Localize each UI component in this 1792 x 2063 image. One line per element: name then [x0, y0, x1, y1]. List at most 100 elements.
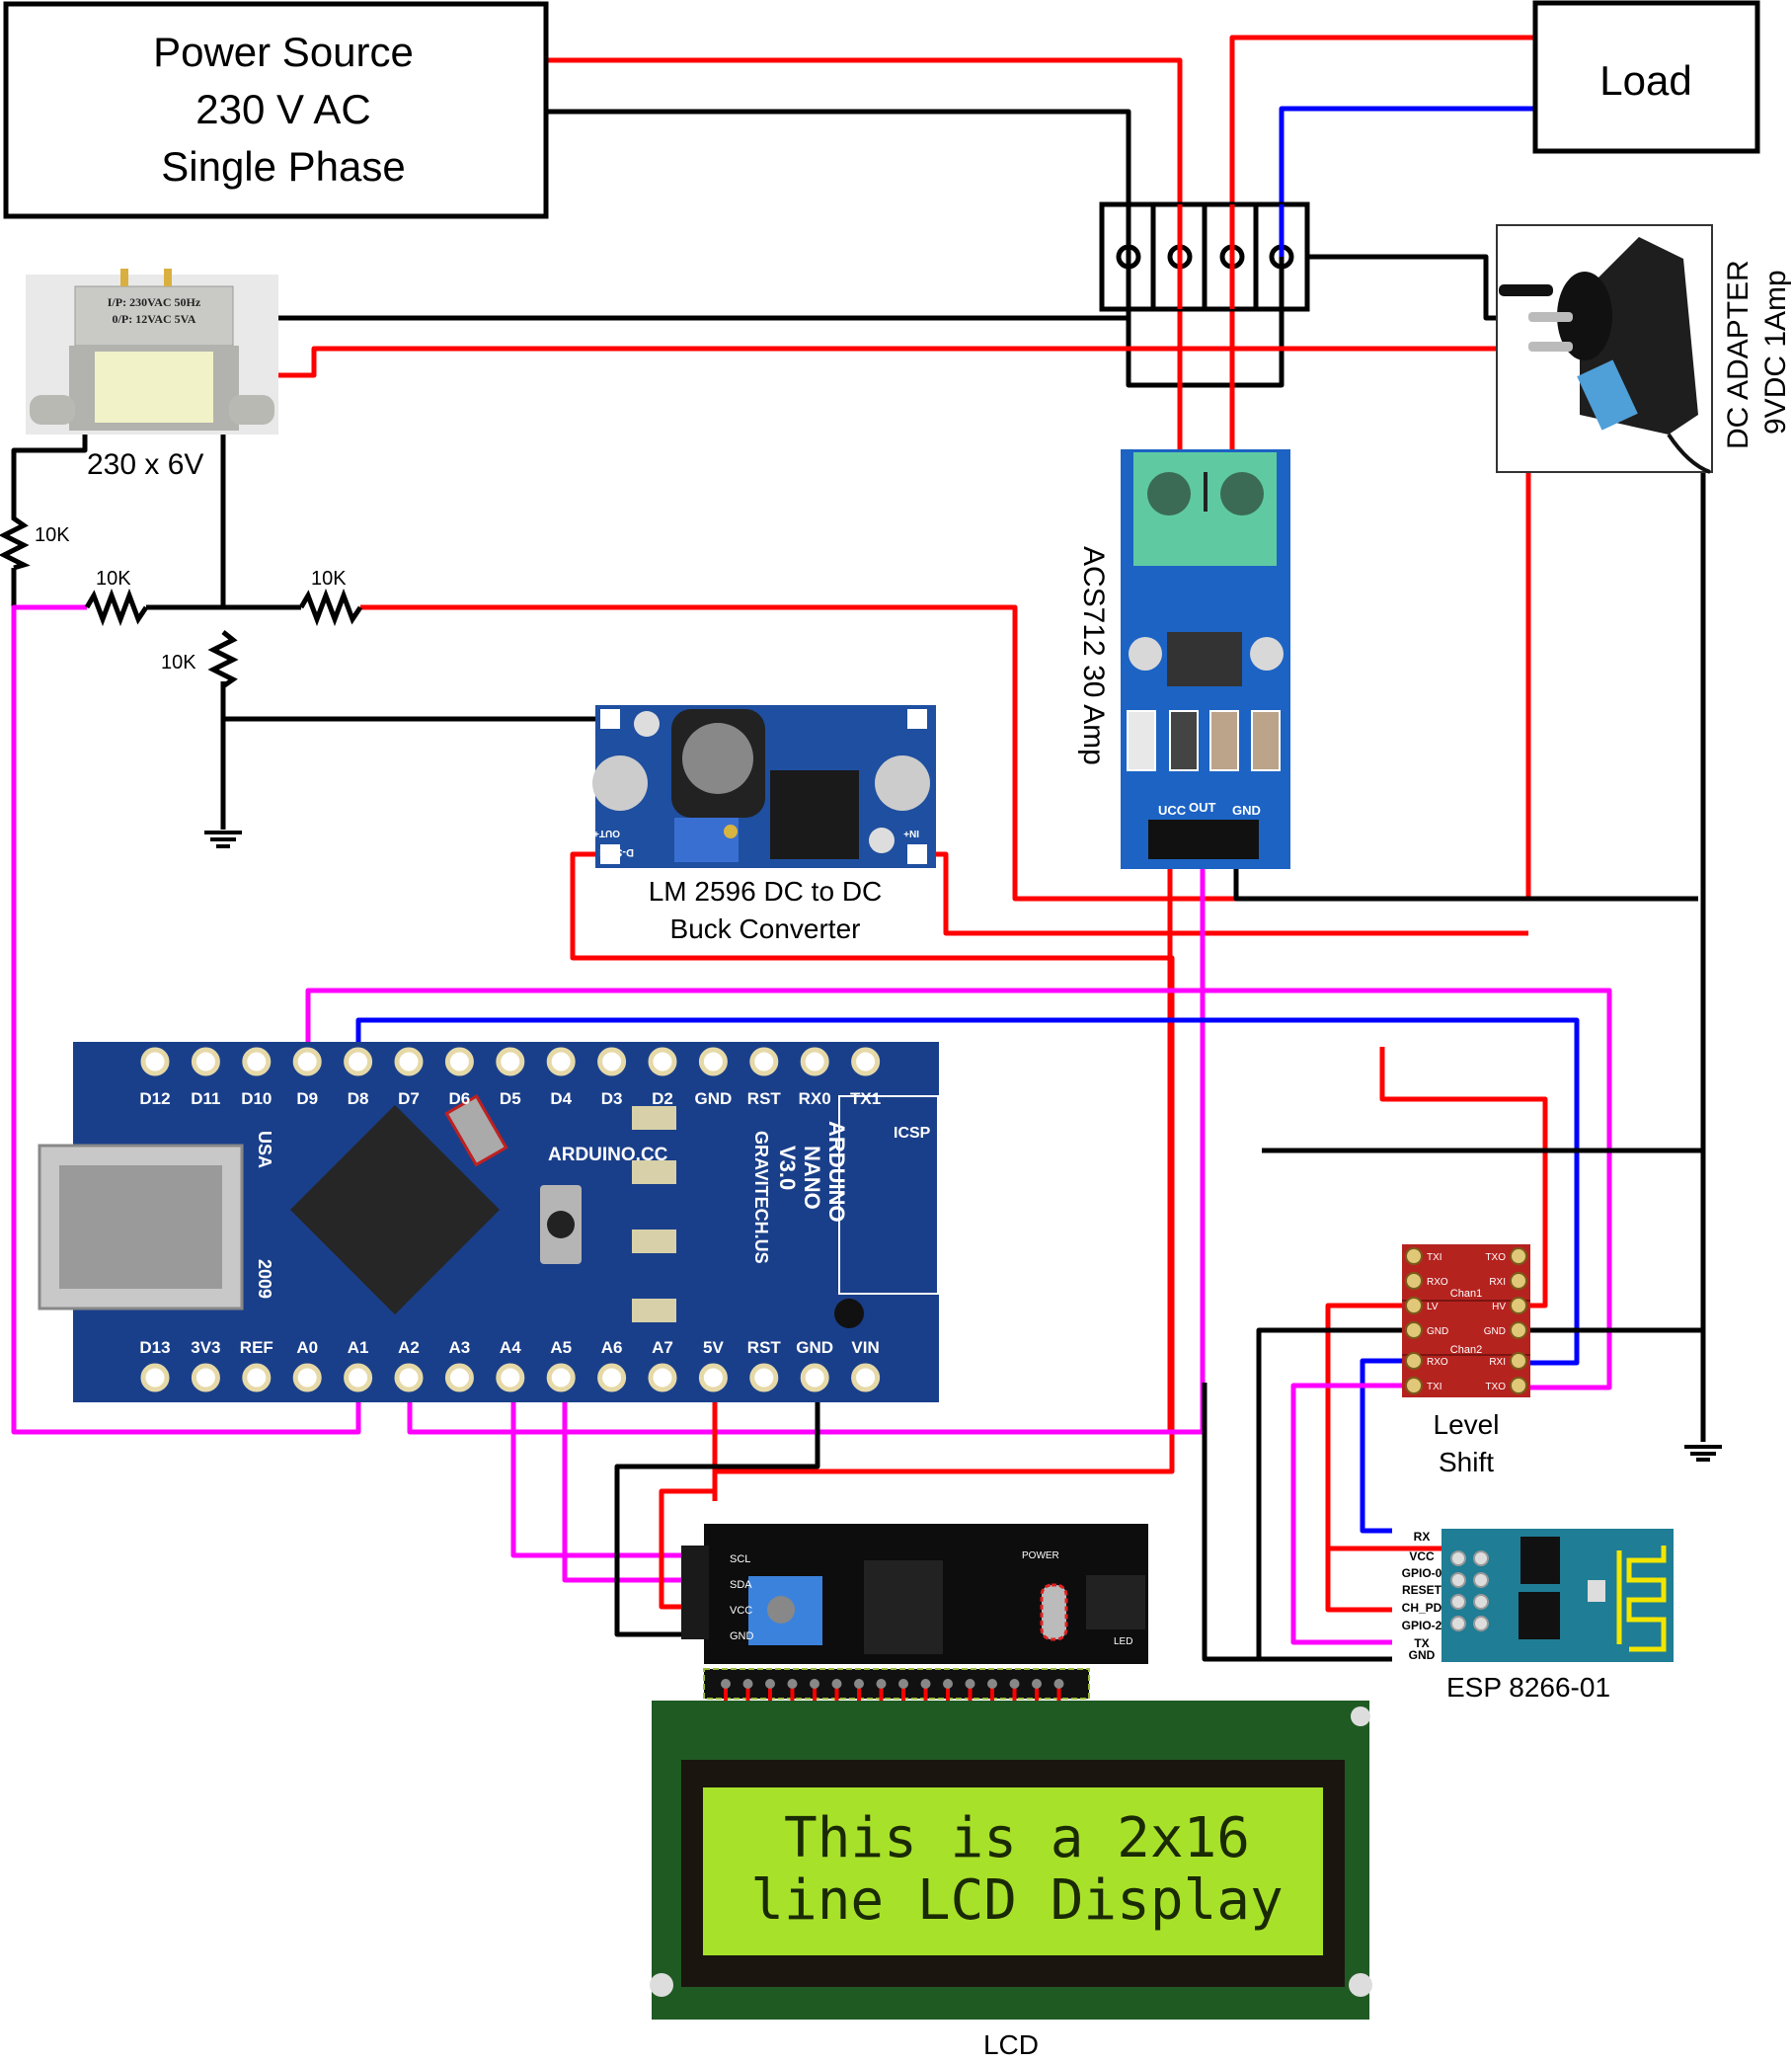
load-label: Load: [1599, 57, 1691, 104]
level-shifter-pin-label: TXI: [1427, 1252, 1442, 1263]
arduino-bottom-pin-label: RST: [747, 1338, 782, 1357]
level-shifter-pin: [1510, 1272, 1527, 1290]
arduino-bottom-pin: [394, 1363, 424, 1392]
lcd-header-pin: [1053, 1679, 1064, 1689]
buck-converter: D-SUN OUT+ IN+ LM 2596 DC to DC Buck Con…: [592, 705, 936, 944]
arduino-bottom-pin-label: 3V3: [191, 1338, 220, 1357]
i2c-led-label: LED: [1114, 1636, 1132, 1647]
arduino-bottom-pin-label: D13: [139, 1338, 170, 1357]
arduino-top-pin-label: D11: [191, 1089, 220, 1108]
arduino-bottom-pin: [800, 1363, 829, 1392]
buck-out-pin: OUT+: [593, 828, 620, 838]
ls-chan2: Chan2: [1450, 1344, 1482, 1356]
esp-pin-label: CH_PD: [1402, 1601, 1442, 1615]
i2c-backpack: SCL SDA VCC GND POWER LED: [681, 1524, 1148, 1700]
level-shifter-pin: [1510, 1247, 1527, 1265]
arduino-top-pin: [444, 1047, 474, 1076]
level-shift-line2: Shift: [1439, 1447, 1494, 1477]
arduino-gravitech-text: GRAVITECH.US: [751, 1131, 771, 1264]
arduino-bottom-pin: [140, 1363, 170, 1392]
arduino-bottom-pin-label: A6: [601, 1338, 623, 1357]
lcd-header-pin: [765, 1679, 775, 1689]
wire-ls-rxo-blue: [1360, 1358, 1412, 1534]
level-shifter-pin-label: GND: [1484, 1326, 1506, 1337]
arduino-bottom-pin-label: A0: [296, 1338, 318, 1357]
esp-pin-label: GND: [1409, 1648, 1436, 1662]
esp-pin-label: GPIO-2: [1402, 1619, 1442, 1632]
dc-adapter-line1: DC ADAPTER: [1722, 260, 1754, 449]
arduino-version-text: V3.0: [775, 1146, 800, 1190]
esp-pin: [1450, 1572, 1466, 1588]
level-shifter-pin-label: RXO: [1427, 1277, 1448, 1288]
wire-ls-txi-magenta: [1290, 1383, 1412, 1645]
arduino-top-pin-label: D5: [500, 1089, 521, 1108]
ground-icon: [204, 831, 242, 848]
arduino-bottom-pin-label: A5: [550, 1338, 572, 1357]
arduino-top-pin: [851, 1047, 881, 1076]
level-shifter-pin-label: TXO: [1485, 1252, 1506, 1263]
wire-buck-out: [570, 851, 1175, 1474]
wire-acs-out-signal: [407, 849, 1206, 1435]
lcd-header-pin: [742, 1679, 753, 1689]
dc-adapter: DC ADAPTER 9VDC 1Amp: [1496, 224, 1792, 474]
arduino-top-pin: [597, 1047, 627, 1076]
resistor-r1-label: 10K: [35, 524, 70, 546]
dc-adapter-line2: 9VDC 1Amp: [1759, 270, 1792, 435]
wire-ls-gnd: [1256, 1327, 1412, 1659]
ground-icon: [1684, 1445, 1722, 1462]
arduino-top-pin: [749, 1047, 779, 1076]
arduino-bottom-pin: [242, 1363, 272, 1392]
level-shifter-pin-label: RXI: [1489, 1277, 1506, 1288]
transformer-label: 230 x 6V: [87, 448, 203, 481]
arduino-bottom-pin: [749, 1363, 779, 1392]
wire-live-load: [1229, 35, 1535, 255]
acs-pin-out: OUT: [1189, 800, 1216, 815]
i2c-pin-scl: SCL: [730, 1553, 750, 1565]
arduino-top-pin: [394, 1047, 424, 1076]
arduino-top-pin-label: D3: [601, 1089, 623, 1108]
buck-in-pin: IN+: [903, 828, 919, 838]
esp-pin: [1473, 1616, 1489, 1631]
esp-pin-label: VCC: [1409, 1549, 1435, 1563]
esp-pin: [1450, 1550, 1466, 1566]
wire-d9-magenta: [305, 988, 1612, 1390]
level-shifter-pin: [1510, 1297, 1527, 1314]
lcd-header-pin: [943, 1679, 953, 1689]
level-shifter-pin: [1405, 1352, 1423, 1370]
arduino-bottom-pin-label: VIN: [851, 1338, 879, 1357]
transformer: I/P: 230VAC 50Hz 0/P: 12VAC 5VA 230 x 6V: [26, 269, 278, 481]
acs712-label: ACS712 30 Amp: [1077, 546, 1110, 765]
wire-esp-gnd: [1202, 1383, 1392, 1662]
arduino-bottom-pin: [496, 1363, 525, 1392]
arduino-top-pin-label: RST: [747, 1089, 782, 1108]
esp-pin: [1450, 1594, 1466, 1610]
resistor-r3-label: 10K: [311, 568, 347, 590]
power-source-line3: Single Phase: [161, 143, 406, 190]
lcd-header-pin: [810, 1679, 819, 1689]
transformer-plate-line1: I/P: 230VAC 50Hz: [108, 295, 201, 309]
esp8266-label: ESP 8266-01: [1446, 1672, 1610, 1703]
resistor-r1-icon: [0, 514, 31, 571]
lcd-header-pin: [876, 1679, 887, 1689]
transformer-plate-line2: 0/P: 12VAC 5VA: [113, 312, 196, 326]
arduino-bottom-pin-label: A1: [348, 1338, 369, 1357]
arduino-bottom-pin: [292, 1363, 322, 1392]
esp-pin-label: GPIO-0: [1402, 1566, 1442, 1580]
wire-divider-red: [360, 346, 1531, 902]
arduino-bottom-pin-label: GND: [796, 1338, 833, 1357]
level-shifter-pin: [1405, 1377, 1423, 1394]
arduino-top-pin-label: D10: [241, 1089, 272, 1108]
i2c-power-label: POWER: [1022, 1550, 1059, 1561]
level-shifter-pin-label: LV: [1427, 1302, 1439, 1312]
wire-sec-left: [11, 435, 88, 514]
arduino-top-pin: [698, 1047, 728, 1076]
level-shifter-pin: [1405, 1247, 1423, 1265]
arduino-bottom-pin-label: A3: [449, 1338, 471, 1357]
arduino-bottom-pin: [648, 1363, 677, 1392]
arduino-top-pin: [292, 1047, 322, 1076]
resistor-r3-icon: [298, 588, 363, 627]
load-box: Load: [1532, 0, 1760, 154]
arduino-bottom-pin: [698, 1363, 728, 1392]
level-shifter-pin-label: GND: [1427, 1326, 1448, 1337]
